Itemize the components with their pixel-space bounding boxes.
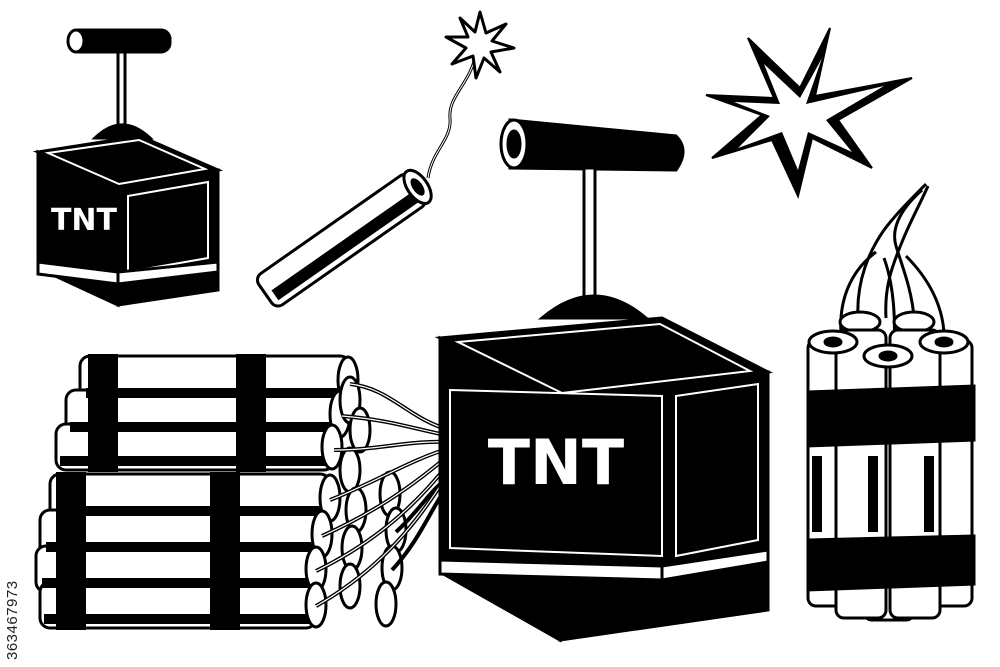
dynamite-pile [34, 354, 452, 630]
large-detonator-band-side [660, 548, 770, 582]
fuse-spark-icon [444, 10, 516, 80]
large-detonator-handle [508, 118, 685, 172]
small-detonator-label: TNT [51, 203, 118, 238]
upper-bundle [54, 354, 372, 472]
lower-bundle [34, 446, 408, 630]
explosion-star-inner [734, 58, 884, 170]
large-detonator-label: TNT [488, 426, 624, 499]
dynamite-stick [255, 10, 516, 308]
small-detonator-side-panel [127, 180, 209, 274]
bundle-strap-top [806, 384, 976, 448]
small-detonator-handle-cap [66, 28, 86, 54]
large-detonator-dome [537, 294, 651, 320]
small-detonator-dome [91, 123, 154, 140]
dynamite-bundle [806, 182, 976, 622]
dynamite-fuse [426, 53, 478, 179]
bundle-strap-bottom [806, 534, 976, 592]
small-detonator-band-side [116, 260, 220, 286]
stock-id-watermark: 363467973 [4, 580, 21, 660]
large-detonator-rod [582, 166, 597, 302]
large-detonator-side-panel [675, 382, 759, 558]
large-detonator: TNT [434, 118, 774, 643]
small-detonator: TNT [32, 28, 224, 308]
large-detonator-front-panel [449, 388, 663, 558]
small-detonator-rod [116, 50, 127, 129]
small-detonator-top-inner [44, 138, 209, 186]
large-detonator-top-inner [454, 322, 754, 395]
